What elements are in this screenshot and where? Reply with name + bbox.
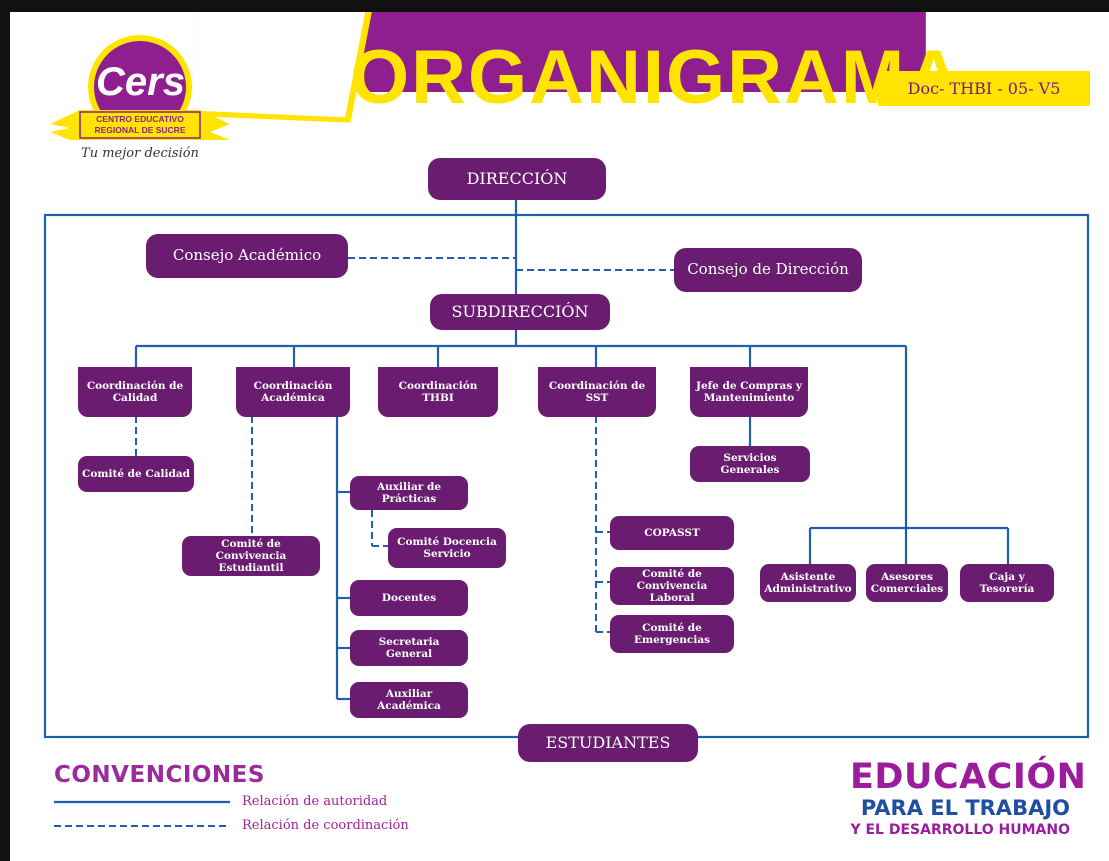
node-comite-docencia: Comité Docencia Servicio	[388, 528, 506, 568]
conventions-title: CONVENCIONES	[54, 762, 265, 788]
node-auxiliar-practicas: Auxiliar de Prácticas	[350, 476, 468, 510]
node-consejo-direccion: Consejo de Dirección	[674, 248, 862, 292]
node-comite-convivencia-estudiantil: Comité de Convivencia Estudiantil	[182, 536, 320, 576]
node-asistente-administrativo: Asistente Administrativo	[760, 564, 856, 602]
page-title: ORGANIGRAMA	[350, 35, 964, 120]
node-jefe-compras: Jefe de Compras y Mantenimiento	[690, 367, 808, 417]
doc-code-badge: Doc- THBI - 05- V5	[878, 71, 1090, 106]
node-coord-calidad: Coordinación de Calidad	[78, 367, 192, 417]
footer-brand-line3: Y EL DESARROLLO HUMANO	[850, 822, 1070, 838]
header-band	[193, 12, 926, 123]
node-copasst: COPASST	[610, 516, 734, 550]
node-auxiliar-academica: Auxiliar Académica	[350, 682, 468, 718]
node-consejo-academico: Consejo Académico	[146, 234, 348, 278]
node-servicios-generales: Servicios Generales	[690, 446, 810, 482]
footer-brand-line2: PARA EL TRABAJO	[860, 796, 1070, 820]
logo-banner-line1: CENTRO EDUCATIVO	[96, 114, 184, 124]
convention-coordination-label: Relación de coordinación	[242, 818, 409, 833]
node-comite-emergencias: Comité de Emergencias	[610, 615, 734, 653]
node-docentes: Docentes	[350, 580, 468, 616]
node-asesores-comerciales: Asesores Comerciales	[866, 564, 948, 602]
org-chart-page: Cers CENTRO EDUCATIVO REGIONAL DE SUCRE …	[10, 12, 1109, 861]
footer-brand-line1: EDUCACIÓN	[850, 757, 1087, 797]
page-subtitle: Licencia de funcionamiento No. 0643 del …	[403, 105, 826, 120]
logo-banner-line2: REGIONAL DE SUCRE	[94, 125, 186, 135]
node-comite-convivencia-laboral: Comité de Convivencia Laboral	[610, 567, 734, 605]
logo: Cers CENTRO EDUCATIVO REGIONAL DE SUCRE …	[10, 12, 280, 187]
node-direccion: DIRECCIÓN	[428, 158, 606, 200]
node-subdireccion: SUBDIRECCIÓN	[430, 294, 610, 330]
node-coord-academica: Coordinación Académica	[236, 367, 350, 417]
logo-brand: Cers	[96, 60, 185, 104]
node-estudiantes: ESTUDIANTES	[518, 724, 698, 762]
node-secretaria-general: Secretaria General	[350, 630, 468, 666]
node-caja-tesoreria: Caja y Tesorería	[960, 564, 1054, 602]
node-comite-calidad: Comité de Calidad	[78, 456, 194, 492]
convention-authority-label: Relación de autoridad	[242, 794, 388, 809]
node-coord-sst: Coordinación de SST	[538, 367, 656, 417]
node-coord-thbi: Coordinación THBI	[378, 367, 498, 417]
logo-tagline: Tu mejor decisión	[81, 146, 199, 161]
